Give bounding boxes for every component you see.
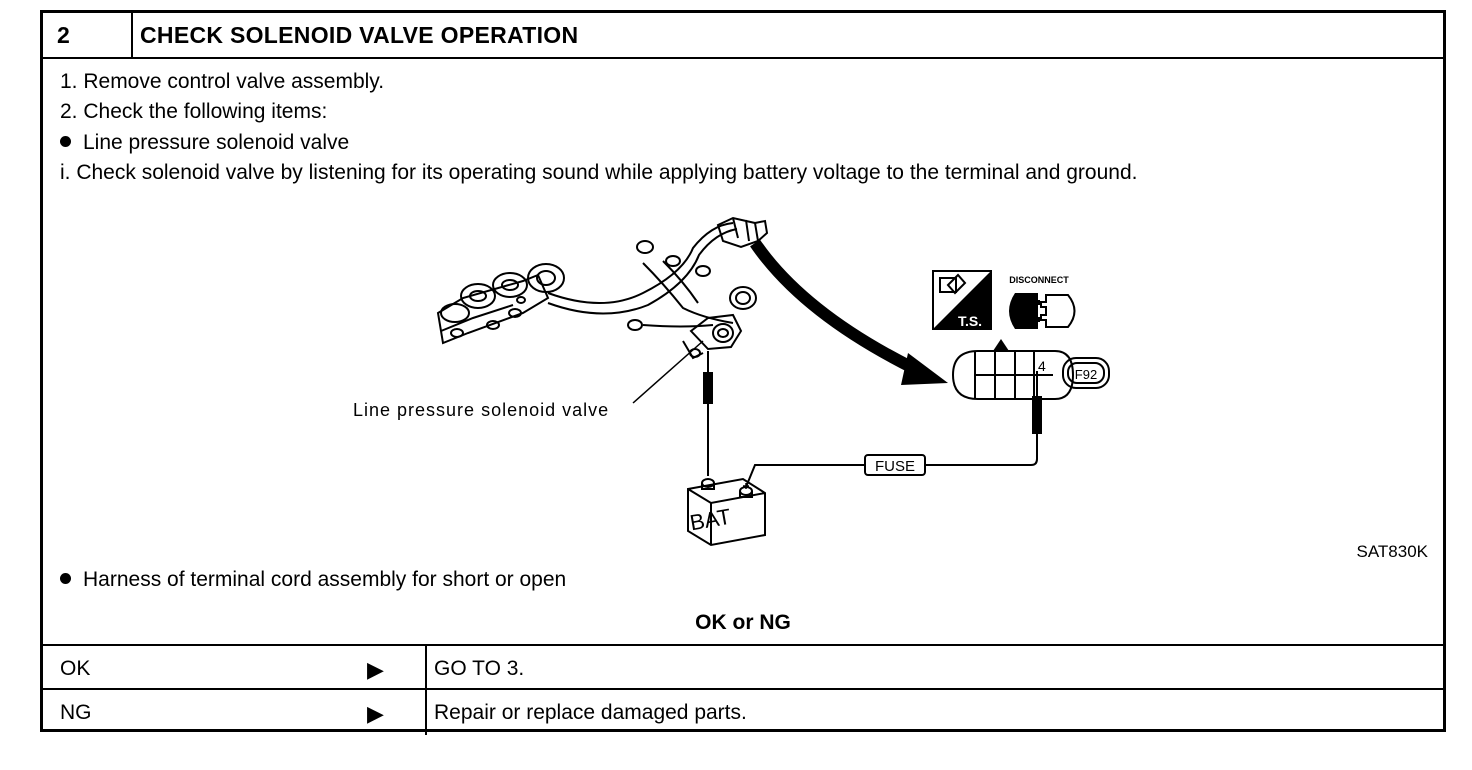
result-ok-action: GO TO 3. — [434, 657, 525, 680]
connector-pin-label: 4 — [1038, 358, 1046, 374]
result-header: OK or NG — [695, 611, 791, 634]
connector-id-label: F92 — [1075, 367, 1097, 382]
bullet-icon — [60, 573, 71, 584]
bullet-icon — [60, 136, 71, 147]
control-valve-assembly-illustration — [436, 216, 769, 360]
instruction-2: 2. Check the following items: — [60, 100, 328, 123]
result-ng-status: NG — [60, 701, 92, 724]
connector-f92-illustration — [951, 350, 1110, 400]
battery-illustration — [687, 477, 766, 547]
results-divider — [425, 645, 427, 735]
solenoid-valve-label: Line pressure solenoid valve — [353, 400, 609, 420]
instruction-bullet: Line pressure solenoid valve — [60, 131, 349, 155]
ts-icon — [932, 270, 992, 330]
arrow-right-icon: ▶ — [367, 657, 384, 682]
instruction-3: Line pressure solenoid valve — [83, 131, 350, 154]
result-ng-action: Repair or replace damaged parts. — [434, 701, 747, 724]
results-top-rule — [43, 644, 1443, 646]
battery-label: BAT — [688, 504, 733, 536]
ts-label: T.S. — [958, 313, 982, 329]
instruction-4: i. Check solenoid valve by listening for… — [60, 161, 1138, 184]
instruction-1: 1. Remove control valve assembly. — [60, 70, 385, 93]
inspection-step-sheet: 2 CHECK SOLENOID VALVE OPERATION 1. Remo… — [40, 10, 1446, 735]
step-number: 2 — [57, 22, 70, 48]
arrow-right-icon: ▶ — [367, 701, 384, 726]
figure-code: SAT830K — [1356, 542, 1428, 561]
result-ok-status: OK — [60, 657, 91, 680]
title-divider — [131, 13, 133, 59]
disconnect-icon — [1009, 293, 1076, 329]
title-rule — [43, 57, 1443, 59]
extra-item: Harness of terminal cord assembly for sh… — [60, 568, 566, 592]
step-title: CHECK SOLENOID VALVE OPERATION — [140, 22, 579, 48]
results-mid-rule — [43, 688, 1443, 690]
disconnect-label: DISCONNECT — [1009, 275, 1069, 285]
fuse-label: FUSE — [875, 458, 915, 475]
extra-item-text: Harness of terminal cord assembly for sh… — [83, 568, 567, 591]
